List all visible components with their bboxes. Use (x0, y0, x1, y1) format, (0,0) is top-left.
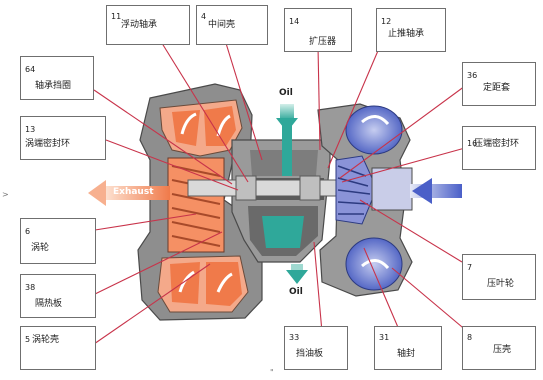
label-text: 压壳 (493, 345, 511, 356)
edge-tick-left: > (2, 190, 9, 199)
label-turbine-housing: 5 涡轮壳 (20, 326, 96, 370)
label-thrust-bearing: 12 止推轴承 (376, 8, 446, 52)
label-compressor-wheel: 7 压叶轮 (462, 254, 536, 300)
label-text: 压叶轮 (487, 279, 514, 290)
label-text: 扩压器 (309, 37, 336, 48)
label-number: 7 (467, 263, 472, 272)
edge-tick-bottom: " (270, 368, 274, 377)
label-number: 4 (201, 12, 206, 21)
label-text: 定距套 (483, 83, 510, 94)
label-diffuser: 14 扩压器 (284, 8, 352, 52)
label-compressor-housing: 8 压壳 (462, 326, 536, 370)
label-text: 压端密封环 (474, 139, 519, 150)
label-text: 止推轴承 (388, 29, 424, 40)
label-bearing-retainer: 64 轴承挡圈 (20, 56, 94, 100)
turbine-wheel-shape (168, 158, 224, 252)
label-turbine-seal-ring: 13 涡端密封环 (20, 116, 106, 160)
label-heat-shield: 38 隔热板 (20, 274, 96, 318)
label-text: 轴封 (397, 349, 415, 360)
label-text: 涡端密封环 (25, 139, 70, 150)
compressor-housing-shape (318, 104, 412, 296)
label-text: 挡油板 (296, 349, 323, 360)
bearing-right (300, 176, 320, 200)
air-label: Air (469, 186, 484, 197)
label-text: 轴承挡圈 (35, 81, 71, 92)
oil-out-label: Oil (289, 287, 303, 298)
label-number: 13 (25, 125, 35, 134)
label-number: 6 (25, 227, 30, 236)
label-number: 11 (111, 12, 121, 21)
label-number: 38 (25, 283, 35, 292)
label-text: 隔热板 (35, 299, 62, 310)
label-text: 浮动轴承 (121, 20, 157, 31)
air-flow-arrow (410, 178, 462, 204)
label-number: 12 (381, 17, 391, 26)
label-turbine-wheel: 6 涡轮 (20, 218, 96, 264)
oil-in-arrow (276, 104, 298, 132)
turbo-shaft (188, 180, 360, 196)
label-distance-sleeve: 36 定距套 (462, 62, 536, 106)
label-middle-housing: 4 中间壳 (196, 5, 268, 45)
label-text: 中间壳 (208, 20, 235, 31)
label-number: 64 (25, 65, 35, 74)
label-number: 14 (289, 17, 299, 26)
label-floating-bearing: 11 浮动轴承 (106, 5, 190, 45)
label-text: 涡轮 (31, 243, 49, 254)
label-number: 36 (467, 71, 477, 80)
exhaust-label: Exhaust (113, 187, 154, 198)
label-number: 8 (467, 333, 472, 342)
label-shaft-seal: 31 轴封 (374, 326, 442, 370)
label-number: 31 (379, 333, 389, 342)
label-oil-baffle: 33 挡油板 (284, 326, 348, 370)
label-number: 33 (289, 333, 299, 342)
oil-in-label: Oil (279, 88, 293, 99)
label-number: 5 (25, 335, 30, 344)
oil-out-arrow (286, 264, 308, 284)
label-text: 涡轮壳 (32, 335, 59, 346)
label-compressor-seal-ring: 16 压端密封环 (462, 126, 536, 170)
